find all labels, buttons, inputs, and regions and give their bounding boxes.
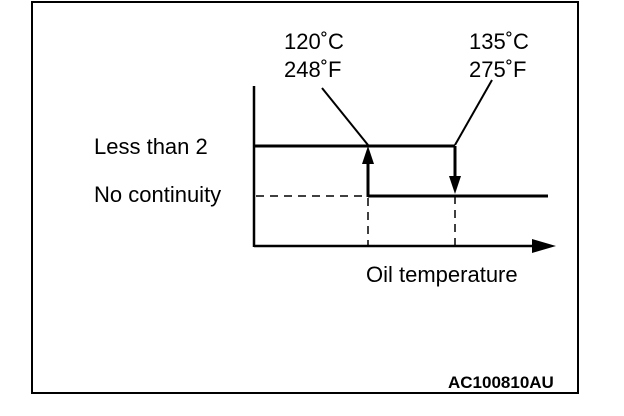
- temp-high-celsius-label: 135˚C: [469, 29, 529, 54]
- leader-line-120: [321, 87, 369, 146]
- figure-code: AC100810AU: [448, 373, 554, 392]
- state-low-label: No continuity: [94, 182, 222, 207]
- temp-low-fahrenheit-label: 248˚F: [284, 57, 342, 82]
- x-axis-label: Oil temperature: [366, 262, 518, 287]
- transition-down-arrowhead: [449, 176, 461, 194]
- x-axis-arrowhead: [532, 239, 556, 253]
- state-high-label: Less than 2: [94, 134, 208, 159]
- temp-low-celsius-label: 120˚C: [284, 29, 344, 54]
- leader-line-135: [454, 79, 493, 146]
- figure-border: [31, 1, 579, 394]
- transition-up-arrowhead: [362, 146, 374, 164]
- temp-high-fahrenheit-label: 275˚F: [469, 57, 527, 82]
